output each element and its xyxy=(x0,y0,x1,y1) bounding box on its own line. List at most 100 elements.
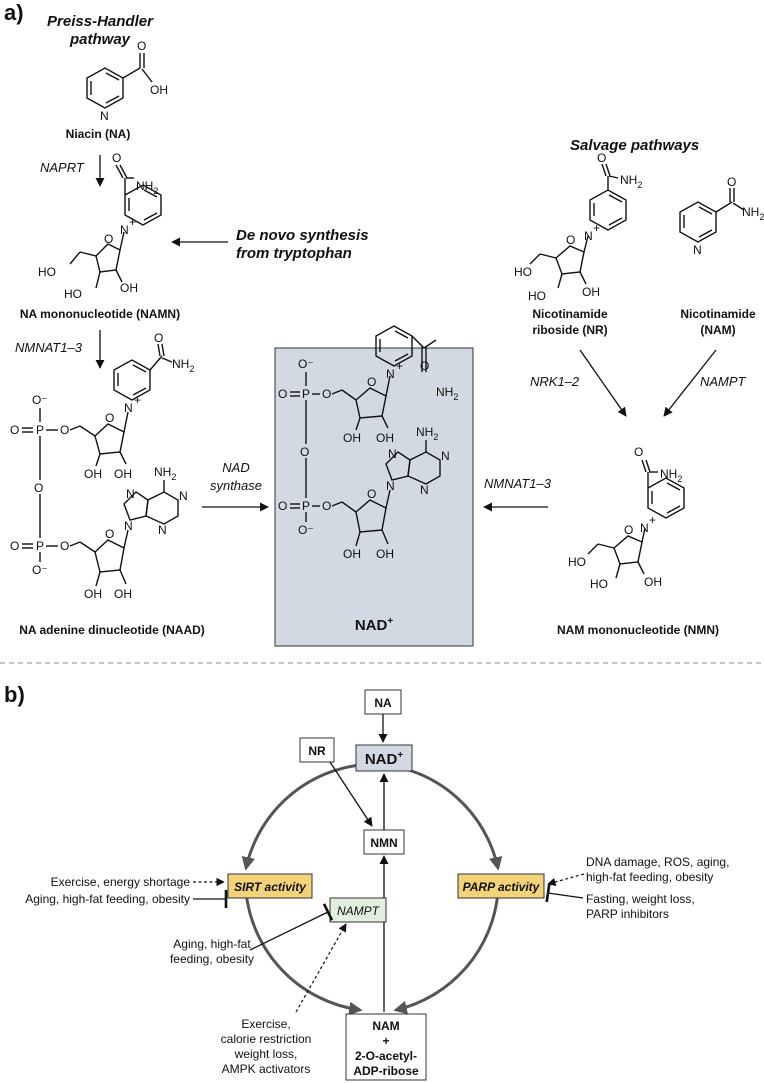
svg-text:feeding, obesity: feeding, obesity xyxy=(170,952,254,966)
svg-text:HO: HO xyxy=(568,555,586,569)
svg-text:O: O xyxy=(137,39,146,53)
nad-synthase-enzyme: NAD synthase xyxy=(210,460,262,493)
svg-text:O: O xyxy=(34,481,43,495)
svg-text:O: O xyxy=(597,151,606,165)
panel-b-label: b) xyxy=(4,682,25,707)
svg-text:NH2: NH2 xyxy=(154,465,176,482)
parp-activity: PARP activity xyxy=(463,880,541,894)
svg-text:OH: OH xyxy=(84,467,102,481)
na-node-box xyxy=(364,689,402,715)
svg-text:from tryptophan: from tryptophan xyxy=(236,245,352,262)
svg-text:weight loss,: weight loss, xyxy=(234,1047,298,1061)
cycle-arc-right-bottom xyxy=(393,891,500,1015)
svg-text:OH: OH xyxy=(376,431,394,445)
svg-text:O: O xyxy=(278,499,287,513)
nampt-node: NAMPT xyxy=(337,904,381,918)
nampt-inhibition-line xyxy=(249,903,334,951)
svg-text:pathway: pathway xyxy=(69,31,131,48)
svg-text:O: O xyxy=(634,445,643,459)
nrk-arrow xyxy=(579,349,627,417)
svg-text:Exercise,: Exercise, xyxy=(241,1017,290,1031)
svg-text:OH: OH xyxy=(582,285,600,299)
nampt-arrow xyxy=(663,349,717,417)
svg-text:+: + xyxy=(129,215,136,229)
svg-text:+: + xyxy=(134,393,141,407)
svg-text:NH2: NH2 xyxy=(136,179,158,196)
nam-products-node: NAM + 2-O-acetyl- ADP-ribose xyxy=(353,1019,419,1078)
panel-a-label: a) xyxy=(4,0,24,25)
svg-text:NH2: NH2 xyxy=(742,205,764,222)
svg-text:NAD: NAD xyxy=(222,460,249,475)
niacin-structure: O OH N xyxy=(86,39,168,123)
svg-text:+: + xyxy=(593,221,600,235)
na-node: NA xyxy=(374,696,392,710)
sirt-inhibitors: Aging, high-fat feeding, obesity xyxy=(25,892,190,906)
svg-text:PARP inhibitors: PARP inhibitors xyxy=(586,907,669,921)
svg-text:O: O xyxy=(322,387,331,401)
parp-activity-box xyxy=(457,873,545,899)
svg-text:Preiss-Handler: Preiss-Handler xyxy=(47,13,154,30)
svg-text:OH: OH xyxy=(114,587,132,601)
svg-text:O⁻: O⁻ xyxy=(32,393,48,407)
svg-text:O: O xyxy=(10,423,19,437)
svg-text:NH2: NH2 xyxy=(620,173,642,190)
parp-inhibitors: Fasting, weight loss, PARP inhibitors xyxy=(586,892,695,921)
svg-text:Nicotinamide: Nicotinamide xyxy=(532,307,608,321)
svg-text:P: P xyxy=(36,423,44,437)
niacin-label: Niacin (NA) xyxy=(66,127,131,141)
svg-text:O: O xyxy=(10,539,19,553)
svg-text:N: N xyxy=(420,483,429,497)
svg-text:O: O xyxy=(60,539,69,553)
nampt-activation-arrow xyxy=(295,923,347,1013)
svg-text:O: O xyxy=(112,151,121,165)
naprt-enzyme: NAPRT xyxy=(40,160,85,175)
sirt-activity-box xyxy=(227,873,313,899)
sirt-activity: SIRT activity xyxy=(234,880,307,894)
svg-text:O: O xyxy=(727,175,736,189)
nam-products-box xyxy=(345,1013,427,1081)
preiss-handler-heading: Preiss-Handler pathway xyxy=(47,13,154,48)
parp-activators: DNA damage, ROS, aging, high-fat feeding… xyxy=(586,855,729,884)
svg-text:O: O xyxy=(367,375,376,389)
nam-label: Nicotinamide (NAM) xyxy=(680,307,756,337)
svg-text:HO: HO xyxy=(64,287,82,301)
svg-text:NAM: NAM xyxy=(372,1019,399,1033)
svg-text:OH: OH xyxy=(644,575,662,589)
svg-text:HO: HO xyxy=(514,265,532,279)
svg-text:NH2: NH2 xyxy=(660,467,682,484)
svg-text:O: O xyxy=(278,387,287,401)
svg-text:synthase: synthase xyxy=(210,478,262,493)
nad-node-box xyxy=(355,744,413,772)
svg-text:+: + xyxy=(396,359,403,373)
nmn-structure: O NH2 N + O HO HO OH xyxy=(568,445,685,591)
svg-text:O: O xyxy=(420,359,429,373)
svg-text:O: O xyxy=(624,523,633,537)
svg-text:DNA damage, ROS, aging,: DNA damage, ROS, aging, xyxy=(586,855,729,869)
svg-text:N: N xyxy=(693,243,702,257)
svg-text:N: N xyxy=(120,223,129,237)
svg-text:O⁻: O⁻ xyxy=(298,357,314,371)
parp-inhibition-line xyxy=(545,883,584,903)
svg-text:N: N xyxy=(386,367,395,381)
namn-label: NA mononucleotide (NAMN) xyxy=(20,307,180,321)
svg-text:O: O xyxy=(154,331,163,345)
sirt-activators: Exercise, energy shortage xyxy=(51,875,191,889)
svg-text:P: P xyxy=(302,387,310,401)
svg-text:N: N xyxy=(179,489,188,503)
svg-text:N: N xyxy=(158,523,167,537)
svg-text:N: N xyxy=(441,449,450,463)
svg-text:N: N xyxy=(386,479,395,493)
svg-text:riboside (NR): riboside (NR) xyxy=(532,323,607,337)
de-novo-heading: De novo synthesis from tryptophan xyxy=(236,227,369,262)
svg-text:O: O xyxy=(300,445,309,459)
svg-text:Aging, high-fat: Aging, high-fat xyxy=(173,937,251,951)
svg-text:O: O xyxy=(104,232,113,246)
nad-structure: O⁻ O P O O O P O O⁻ O OH OH N + xyxy=(278,325,458,561)
svg-text:N: N xyxy=(126,487,135,501)
nad-highlight-box xyxy=(274,347,474,647)
nmnat-left-enzyme: NMNAT1–3 xyxy=(15,340,83,355)
nampt-inhibitors: Aging, high-fat feeding, obesity xyxy=(170,937,254,966)
svg-text:OH: OH xyxy=(343,431,361,445)
cycle-arc-left-top xyxy=(241,762,379,871)
nad-node: NAD+ xyxy=(365,750,404,768)
